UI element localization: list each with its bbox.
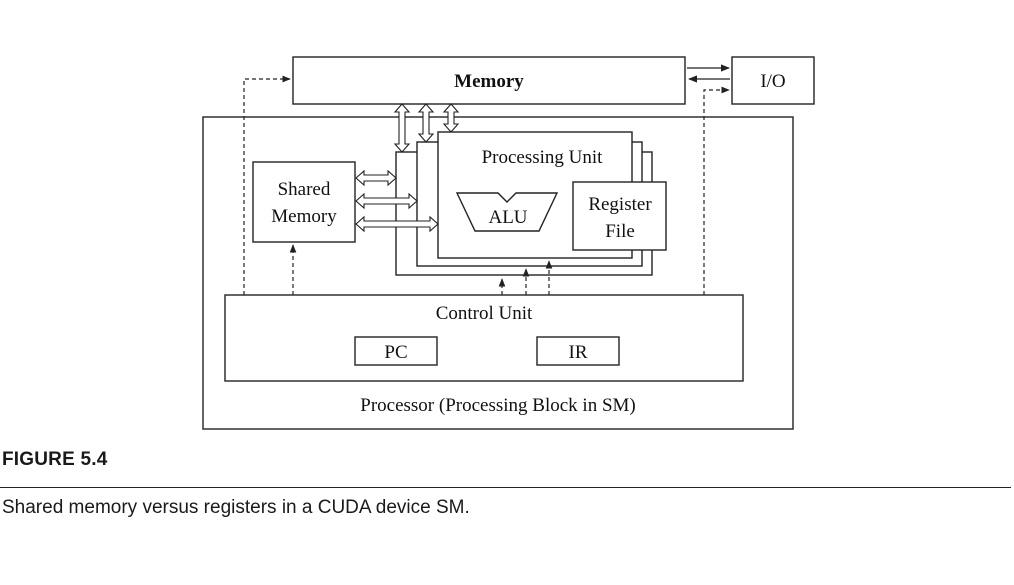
figure-caption: Shared memory versus registers in a CUDA…: [2, 497, 470, 518]
register-file-label-line1: Register: [588, 194, 652, 215]
shared-memory-box: [252, 161, 356, 243]
shared-memory-label-line2: Memory: [271, 206, 337, 227]
processor-label: Processor (Processing Block in SM): [360, 395, 635, 416]
shared-memory-label-line1: Shared: [278, 179, 331, 200]
processing-unit-label: Processing Unit: [482, 147, 604, 168]
alu-shape: [455, 192, 559, 232]
memory-bus-arrow-1: [393, 103, 411, 153]
shared-memory-bus-arrow-2: [355, 192, 418, 210]
control-unit-box: [224, 294, 744, 382]
pc-label: PC: [384, 342, 407, 363]
control-unit-label: Control Unit: [436, 303, 533, 324]
memory-label: Memory: [454, 71, 524, 92]
memory-bus-arrow-3: [442, 103, 460, 133]
ir-label: IR: [569, 342, 588, 363]
io-label: I/O: [760, 71, 785, 92]
register-file-box: [572, 181, 667, 251]
register-file-label-line2: File: [605, 221, 635, 242]
alu-label: ALU: [488, 207, 527, 228]
shared-memory-bus-arrow-1: [355, 169, 397, 187]
caption-divider: [0, 487, 1011, 488]
architecture-diagram: Memory I/O Processing Unit ALU Register …: [202, 56, 815, 430]
memory-box: [292, 56, 686, 105]
shared-memory-bus-arrow-3: [355, 215, 439, 233]
control-to-io-dashed-arrow: [703, 86, 730, 295]
figure-label: FIGURE 5.4: [2, 449, 108, 470]
io-box: [731, 56, 815, 105]
control-to-memory-dashed-arrow: [243, 75, 291, 295]
pc-box: [354, 336, 438, 366]
ir-box: [536, 336, 620, 366]
memory-bus-arrow-2: [417, 103, 435, 143]
